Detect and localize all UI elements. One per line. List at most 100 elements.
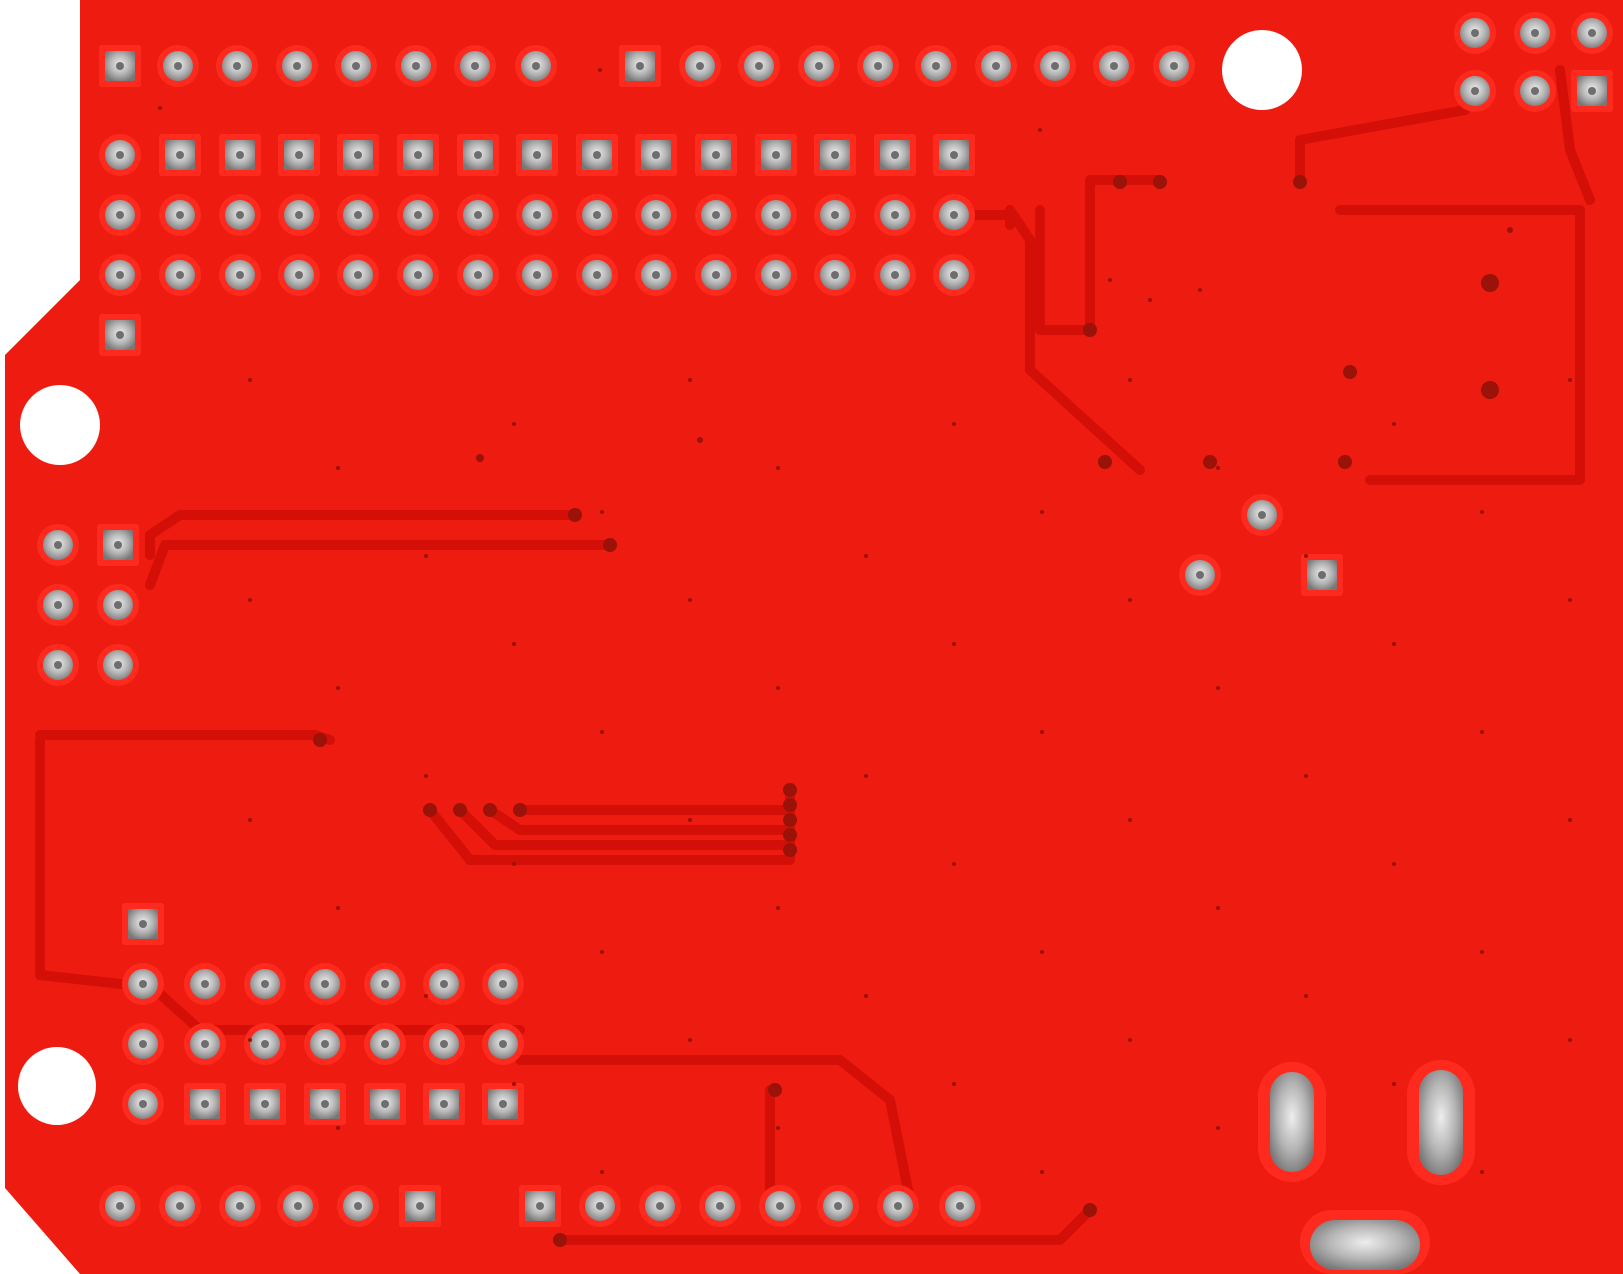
square-pad-icon bbox=[1301, 554, 1343, 596]
round-pad-icon bbox=[99, 134, 141, 176]
round-pad-icon bbox=[1241, 494, 1283, 536]
round-pad-icon bbox=[515, 45, 557, 87]
round-pad-icon bbox=[276, 45, 318, 87]
via bbox=[1128, 1038, 1132, 1042]
slotted-pad-icon bbox=[1310, 1220, 1420, 1270]
via bbox=[513, 803, 527, 817]
mounting-holes bbox=[18, 30, 1302, 1125]
round-pad-icon bbox=[335, 45, 377, 87]
square-pad-icon bbox=[99, 314, 141, 356]
via bbox=[1480, 730, 1484, 734]
round-pad-icon bbox=[482, 1023, 524, 1065]
round-pad-icon bbox=[635, 194, 677, 236]
via bbox=[1304, 994, 1308, 998]
via bbox=[1040, 1170, 1044, 1174]
via bbox=[776, 1126, 780, 1130]
via bbox=[1113, 175, 1127, 189]
slotted-pad-icon bbox=[1270, 1072, 1314, 1172]
via bbox=[864, 554, 868, 558]
via bbox=[783, 843, 797, 857]
round-pad-icon bbox=[576, 194, 618, 236]
round-pad-icon bbox=[798, 45, 840, 87]
square-pad-icon bbox=[635, 134, 677, 176]
via bbox=[1392, 1082, 1396, 1086]
via bbox=[336, 1126, 340, 1130]
via bbox=[483, 803, 497, 817]
via bbox=[783, 813, 797, 827]
pcb-board-outline bbox=[5, 0, 1623, 1274]
round-pad-icon bbox=[216, 45, 258, 87]
via bbox=[783, 798, 797, 812]
via bbox=[776, 906, 780, 910]
via bbox=[1216, 686, 1220, 690]
round-pad-icon bbox=[759, 1185, 801, 1227]
via bbox=[1481, 274, 1499, 292]
round-pad-icon bbox=[37, 644, 79, 686]
via bbox=[248, 818, 252, 822]
via bbox=[568, 508, 582, 522]
square-pad-icon bbox=[457, 134, 499, 176]
square-pad-icon bbox=[576, 134, 618, 176]
via bbox=[1568, 1038, 1572, 1042]
via bbox=[688, 818, 692, 822]
round-pad-icon bbox=[219, 1185, 261, 1227]
via bbox=[1038, 128, 1042, 132]
via bbox=[1480, 510, 1484, 514]
round-pad-icon bbox=[755, 254, 797, 296]
via bbox=[512, 422, 516, 426]
round-pad-icon bbox=[184, 963, 226, 1005]
round-pad-icon bbox=[219, 194, 261, 236]
round-pad-icon bbox=[304, 1023, 346, 1065]
via bbox=[1040, 510, 1044, 514]
via bbox=[424, 554, 428, 558]
square-pad-icon bbox=[364, 1083, 406, 1125]
round-pad-icon bbox=[397, 194, 439, 236]
mounting-hole-icon bbox=[18, 1047, 96, 1125]
round-pad-icon bbox=[278, 194, 320, 236]
round-pad-icon bbox=[184, 1023, 226, 1065]
round-pad-icon bbox=[157, 45, 199, 87]
round-pad-icon bbox=[939, 1185, 981, 1227]
round-pad-icon bbox=[304, 963, 346, 1005]
slotted-pads bbox=[1258, 1060, 1475, 1274]
round-pad-icon bbox=[99, 194, 141, 236]
via bbox=[1198, 288, 1202, 292]
slotted-pad-icon bbox=[1419, 1070, 1463, 1175]
via bbox=[1216, 906, 1220, 910]
via bbox=[1507, 227, 1513, 233]
via bbox=[423, 803, 437, 817]
via bbox=[248, 1038, 252, 1042]
via bbox=[476, 454, 484, 462]
via bbox=[248, 598, 252, 602]
round-pad-icon bbox=[1153, 45, 1195, 87]
via bbox=[1480, 1170, 1484, 1174]
via bbox=[768, 1083, 782, 1097]
round-pad-icon bbox=[244, 963, 286, 1005]
via bbox=[600, 510, 604, 514]
round-pad-icon bbox=[874, 254, 916, 296]
square-pad-icon bbox=[874, 134, 916, 176]
via bbox=[1392, 422, 1396, 426]
round-pad-icon bbox=[159, 254, 201, 296]
via bbox=[600, 1170, 604, 1174]
round-pad-icon bbox=[755, 194, 797, 236]
round-pad-icon bbox=[159, 194, 201, 236]
square-pad-icon bbox=[482, 1083, 524, 1125]
round-pad-icon bbox=[817, 1185, 859, 1227]
round-pad-icon bbox=[975, 45, 1017, 87]
square-pad-icon bbox=[619, 45, 661, 87]
round-pad-icon bbox=[516, 254, 558, 296]
round-pad-icon bbox=[639, 1185, 681, 1227]
via bbox=[1108, 278, 1112, 282]
round-pad-icon bbox=[933, 194, 975, 236]
via bbox=[248, 378, 252, 382]
round-pad-icon bbox=[579, 1185, 621, 1227]
via bbox=[688, 1038, 692, 1042]
round-pad-icon bbox=[516, 194, 558, 236]
via bbox=[864, 774, 868, 778]
round-pad-icon bbox=[277, 1185, 319, 1227]
round-pad-icon bbox=[1034, 45, 1076, 87]
round-pad-icon bbox=[635, 254, 677, 296]
round-pad-icon bbox=[364, 963, 406, 1005]
